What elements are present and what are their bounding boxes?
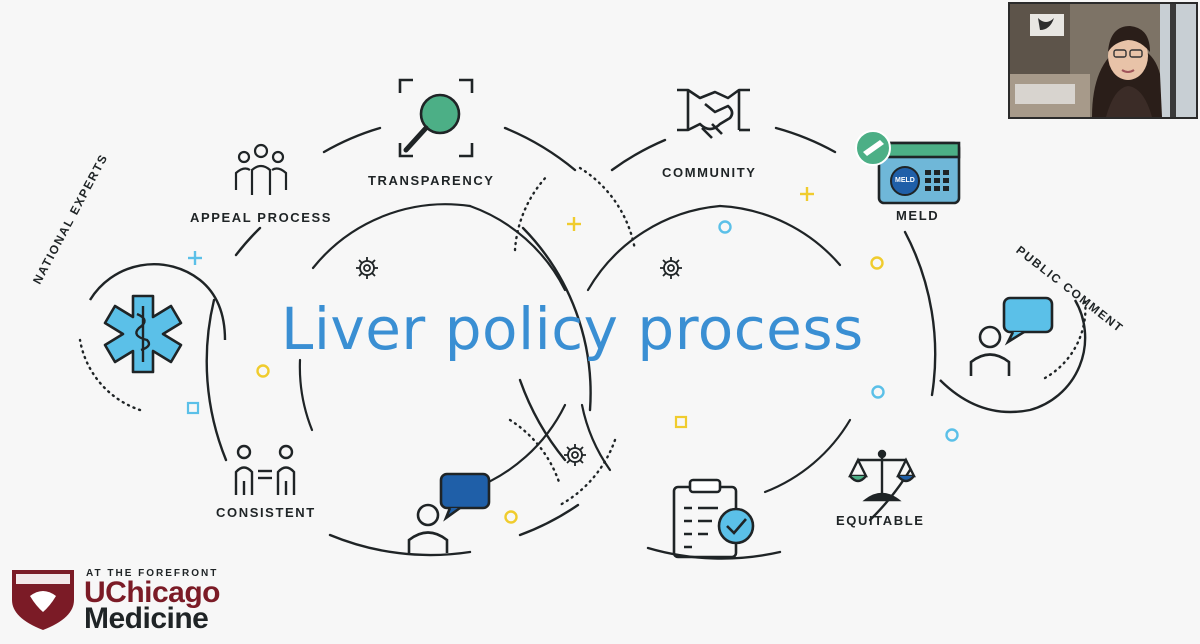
- label-transparency: TRANSPARENCY: [368, 173, 495, 188]
- logo-tagline: AT THE FOREFRONT: [86, 568, 219, 579]
- label-equitable: EQUITABLE: [836, 513, 925, 528]
- plus-icon: [567, 187, 814, 231]
- dotted-arcs: [78, 166, 1087, 507]
- meld-card-icon: [855, 130, 961, 205]
- outer-circles: [205, 126, 937, 560]
- clipboard-checklist-icon: [672, 478, 755, 559]
- handshake-icon: [677, 88, 750, 139]
- person-speech-lightblue-icon: [969, 296, 1054, 376]
- decorative-shapes: [186, 187, 959, 524]
- label-meld: MELD: [896, 208, 940, 223]
- presenter-video-thumbnail[interactable]: [1008, 2, 1198, 119]
- label-community: COMMUNITY: [662, 165, 757, 180]
- person-equals-icon: [234, 444, 296, 495]
- gear-icon: [356, 257, 378, 279]
- people-group-icon: [234, 143, 288, 195]
- plus-icon: [188, 251, 202, 265]
- uchicago-shield-icon: [12, 570, 74, 630]
- label-appeal-process: APPEAL PROCESS: [190, 210, 333, 225]
- presenter-video-feed: [1010, 4, 1196, 117]
- public-comment-loop: [939, 299, 1087, 414]
- magnifier-icon: [398, 78, 474, 158]
- star-of-life-icon: [103, 294, 183, 374]
- square-dot-icon: [674, 415, 688, 429]
- square-dot-icon: [186, 401, 200, 415]
- national-experts-loop: [88, 262, 227, 341]
- circle-dot-icon: [945, 428, 959, 442]
- scales-icon: [848, 449, 916, 502]
- logo-name-line1: UChicago: [84, 576, 221, 609]
- logo-name-line2: Medicine: [84, 602, 209, 635]
- slide-title: Liver policy process: [281, 295, 864, 363]
- person-speech-navy-icon: [407, 472, 491, 553]
- label-consistent: CONSISTENT: [216, 505, 316, 520]
- circle-dot-icon: [256, 364, 270, 378]
- circle-dot-icon: [718, 220, 732, 234]
- circle-dot-icon: [871, 385, 885, 399]
- circle-dot-icon: [870, 256, 884, 270]
- gear-icon: [660, 257, 682, 279]
- meld-card-text: MELD: [895, 177, 915, 184]
- gear-icon: [564, 444, 586, 466]
- circle-dot-icon: [504, 510, 518, 524]
- inner-circles: [298, 203, 852, 494]
